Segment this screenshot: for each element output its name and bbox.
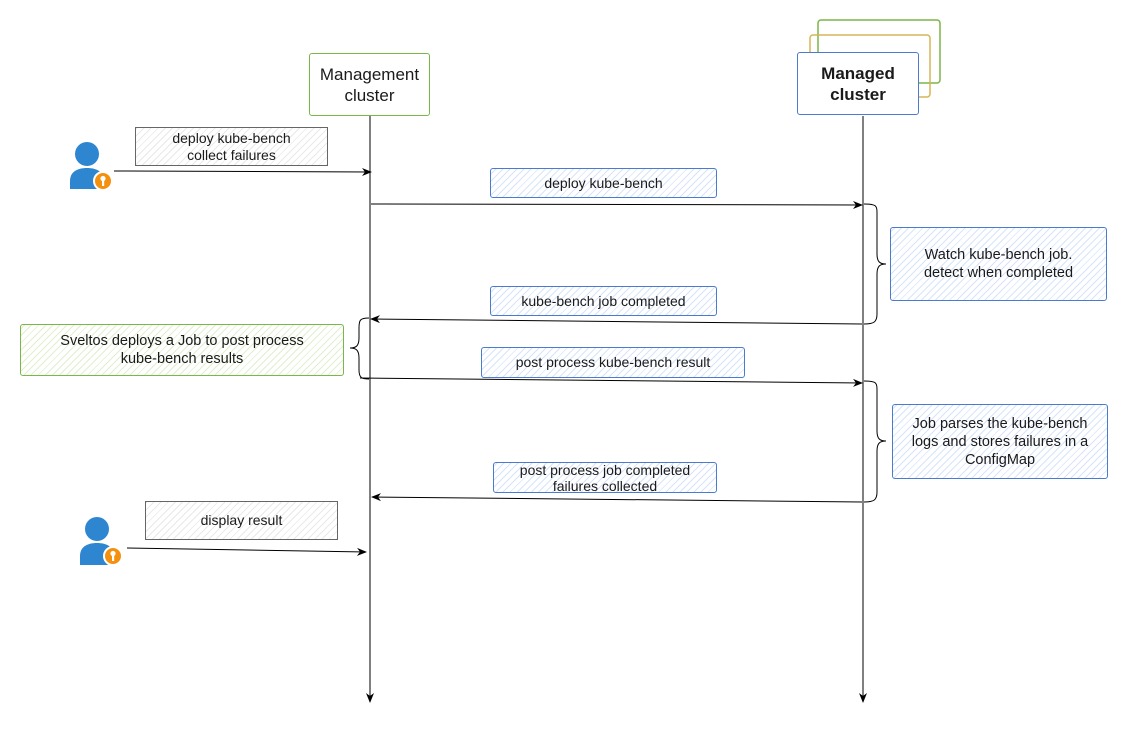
label-display: display result: [145, 501, 338, 540]
label-user-request-line2: collect failures: [187, 146, 276, 163]
label-post-completed-line2: failures collected: [552, 477, 658, 494]
label-job-completed: kube-bench job completed: [490, 286, 717, 316]
note-parse-line2: logs and stores failures in a: [911, 433, 1089, 450]
label-post-process: post process kube-bench result: [481, 347, 745, 378]
arrow-post-process: [359, 377, 863, 387]
label-display-text: display result: [200, 512, 283, 528]
brace-parse: [863, 380, 887, 503]
note-sveltos-line2: kube-bench results: [120, 351, 244, 367]
label-job-completed-text: kube-bench job completed: [521, 292, 686, 309]
note-parse-line3: ConfigMap: [964, 451, 1036, 468]
managed-cluster-line1: Managed: [821, 63, 895, 83]
label-post-completed: post process job completed failures coll…: [493, 461, 717, 494]
management-cluster-line2: cluster: [344, 85, 395, 105]
user-key-icon: [80, 517, 123, 566]
arrow-deploy: [370, 200, 863, 209]
note-watch-line2: detect when completed: [923, 265, 1074, 281]
arrow-user-request: [113, 167, 372, 176]
note-watch: Watch kube-bench job. detect when comple…: [890, 227, 1107, 301]
brace-watch: [863, 203, 887, 325]
label-post-completed-line1: post process job completed: [519, 461, 691, 478]
management-cluster-box: Management cluster: [309, 53, 430, 116]
label-deploy: deploy kube-bench: [490, 168, 717, 198]
note-sveltos: Sveltos deploys a Job to post process ku…: [20, 324, 344, 376]
arrow-job-completed: [370, 315, 863, 325]
note-parse: Job parses the kube-bench logs and store…: [892, 404, 1108, 479]
managed-cluster-line2: cluster: [830, 84, 886, 104]
label-user-request: deploy kube-bench collect failures: [135, 127, 328, 166]
note-watch-line1: Watch kube-bench job.: [924, 247, 1073, 263]
note-parse-line1: Job parses the kube-bench: [912, 415, 1088, 432]
label-post-process-text: post process kube-bench result: [515, 354, 711, 370]
note-sveltos-line1: Sveltos deploys a Job to post process: [60, 333, 304, 349]
brace-sveltos: [349, 317, 370, 380]
label-deploy-text: deploy kube-bench: [544, 174, 663, 191]
arrow-post-completed: [371, 493, 863, 503]
management-cluster-line1: Management: [319, 64, 420, 84]
label-user-request-line1: deploy kube-bench: [172, 129, 291, 146]
user-key-icon: [70, 142, 113, 191]
managed-cluster-box: Managed cluster: [797, 52, 919, 115]
arrow-display: [126, 547, 367, 556]
